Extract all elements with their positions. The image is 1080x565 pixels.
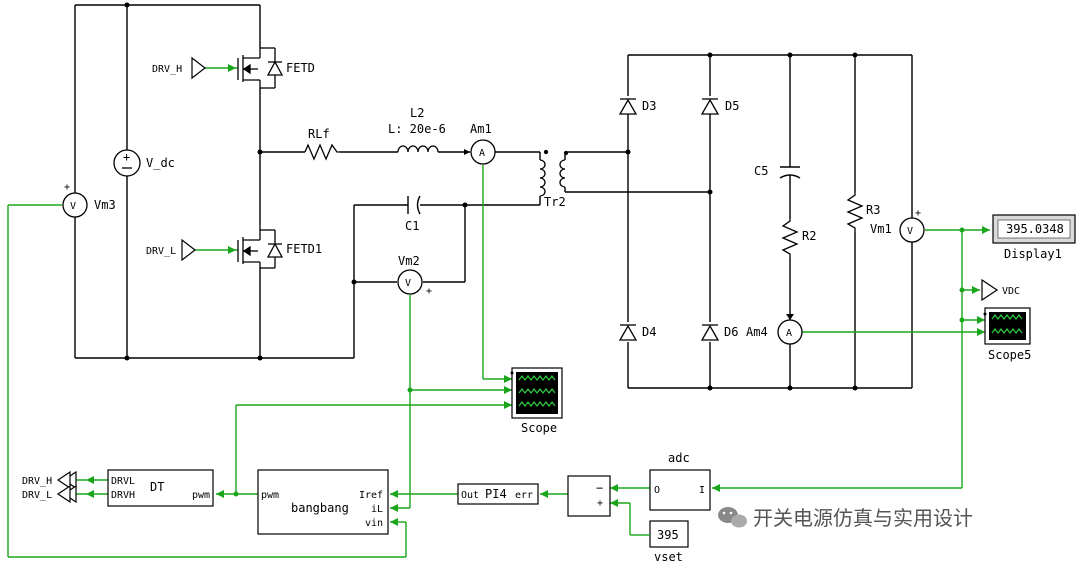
drv-l-label: DRV_L bbox=[146, 246, 176, 257]
ammeter-am1[interactable]: A bbox=[464, 139, 496, 165]
diode-d6[interactable] bbox=[700, 324, 720, 341]
diode-d4[interactable] bbox=[618, 324, 638, 341]
scope[interactable] bbox=[510, 367, 563, 419]
vset-label: vset bbox=[654, 550, 683, 564]
svg-text:A: A bbox=[479, 148, 485, 159]
pi4-block[interactable]: Out PI4 err bbox=[457, 483, 539, 505]
adc-block[interactable]: O I bbox=[649, 469, 711, 511]
drv-h-input-tag[interactable]: DRV_H bbox=[152, 56, 206, 80]
fetd-label: FETD bbox=[286, 61, 315, 75]
l2-value: L: 20e-6 bbox=[388, 122, 446, 136]
diode-d3[interactable] bbox=[618, 98, 638, 115]
dt-drvh-port: DRVH bbox=[111, 490, 135, 501]
d6-label: D6 bbox=[724, 325, 738, 339]
display1-label: Display1 bbox=[1004, 247, 1062, 261]
display1-value: 395.0348 bbox=[1006, 222, 1064, 236]
vm1-label: Vm1 bbox=[870, 222, 892, 236]
d3-label: D3 bbox=[642, 99, 656, 113]
svg-text:A: A bbox=[786, 328, 792, 339]
signal-junction-dots bbox=[233, 227, 965, 497]
junction-dots bbox=[124, 2, 858, 391]
sum-minus-port: − bbox=[596, 481, 603, 495]
r2-label: R2 bbox=[802, 229, 816, 243]
scope5[interactable] bbox=[983, 307, 1031, 345]
vm1-plus-sign: + bbox=[915, 208, 921, 219]
r3-label: R3 bbox=[866, 203, 880, 217]
vset-constant[interactable]: 395 bbox=[649, 520, 689, 548]
voltmeter-vm1[interactable]: V + bbox=[899, 208, 925, 243]
ammeter-am4[interactable]: A bbox=[777, 314, 803, 345]
drv-l-input-tag[interactable]: DRV_L bbox=[146, 238, 196, 262]
vm3-plus-sign: + bbox=[64, 182, 70, 193]
bangbang-title: bangbang bbox=[291, 501, 349, 515]
dc-voltage-source[interactable]: + bbox=[113, 149, 141, 177]
resistor-r2[interactable] bbox=[781, 218, 799, 258]
adc-i-port: I bbox=[699, 485, 705, 496]
diode-d5[interactable] bbox=[700, 98, 720, 115]
mosfet-fetd[interactable] bbox=[237, 47, 284, 89]
vm3-label: Vm3 bbox=[94, 198, 116, 212]
tr2-label: Tr2 bbox=[544, 195, 566, 209]
pi4-out-port: Out bbox=[461, 490, 479, 501]
pi4-title: PI4 bbox=[485, 487, 507, 501]
watermark-text: 开关电源仿真与实用设计 bbox=[753, 506, 973, 530]
mosfet-fetd1[interactable] bbox=[237, 225, 284, 269]
voltmeter-vm3[interactable]: V + bbox=[62, 182, 88, 218]
vm2-label: Vm2 bbox=[398, 254, 420, 268]
display1-meter[interactable]: 395.0348 bbox=[992, 214, 1076, 244]
power-wiring bbox=[74, 4, 913, 389]
vm2-plus-sign: + bbox=[426, 286, 432, 297]
signal-wiring bbox=[7, 67, 990, 558]
drv-h-out-label: DRV_H bbox=[22, 476, 52, 487]
voltmeter-vm2[interactable]: V + bbox=[397, 269, 432, 297]
am4-label: Am4 bbox=[746, 325, 768, 339]
adc-o-port: O bbox=[654, 485, 660, 496]
c5-label: C5 bbox=[754, 164, 768, 178]
capacitor-c5[interactable] bbox=[779, 166, 801, 179]
transformer-tr2[interactable] bbox=[539, 149, 569, 197]
inductor-l2[interactable] bbox=[397, 145, 439, 153]
drv-l-out-label: DRV_L bbox=[22, 490, 52, 501]
summing-block[interactable]: − + bbox=[567, 475, 611, 517]
bangbang-iref-port: Iref bbox=[359, 490, 383, 501]
adc-label: adc bbox=[668, 451, 690, 465]
drv-h-label: DRV_H bbox=[152, 64, 182, 75]
bangbang-block[interactable]: pwm bangbang Iref iL vin bbox=[257, 469, 389, 535]
vdc-label: V_dc bbox=[146, 156, 175, 170]
capacitor-c1[interactable] bbox=[407, 195, 421, 215]
bangbang-pwm-port: pwm bbox=[261, 490, 279, 501]
vdc-output-tag[interactable] bbox=[981, 278, 999, 302]
dt-block-title: DT bbox=[150, 480, 164, 494]
resistor-rlf[interactable] bbox=[304, 143, 340, 161]
drv-output-tags[interactable] bbox=[56, 470, 77, 504]
c1-label: C1 bbox=[405, 219, 419, 233]
signal-arrowheads bbox=[86, 64, 990, 526]
svg-text:V: V bbox=[907, 226, 913, 237]
pi4-err-port: err bbox=[515, 490, 533, 501]
d4-label: D4 bbox=[642, 325, 656, 339]
d5-label: D5 bbox=[725, 99, 739, 113]
bangbang-il-port: iL bbox=[371, 504, 383, 515]
resistor-r3[interactable] bbox=[846, 192, 864, 232]
vdc-port-label: VDC bbox=[1002, 286, 1020, 297]
watermark: 开关电源仿真与实用设计 bbox=[718, 506, 973, 530]
fetd1-label: FETD1 bbox=[286, 242, 322, 256]
dt-drvl-port: DRVL bbox=[111, 476, 135, 487]
l2-label: L2 bbox=[410, 106, 424, 120]
svg-text:V: V bbox=[70, 201, 76, 212]
vset-value: 395 bbox=[657, 528, 679, 542]
wechat-icon bbox=[718, 507, 747, 528]
scope5-label: Scope5 bbox=[988, 348, 1031, 362]
sum-plus-port: + bbox=[597, 498, 603, 509]
vdc-plus-sign: + bbox=[123, 150, 130, 164]
dt-block[interactable]: DRVL DRVH DT pwm bbox=[107, 469, 214, 507]
rlf-label: RLf bbox=[308, 127, 330, 141]
am1-label: Am1 bbox=[470, 122, 492, 136]
dt-pwm-port: pwm bbox=[192, 490, 210, 501]
svg-text:V: V bbox=[405, 278, 411, 289]
bangbang-vin-port: vin bbox=[365, 518, 383, 529]
scope-label: Scope bbox=[521, 421, 557, 435]
